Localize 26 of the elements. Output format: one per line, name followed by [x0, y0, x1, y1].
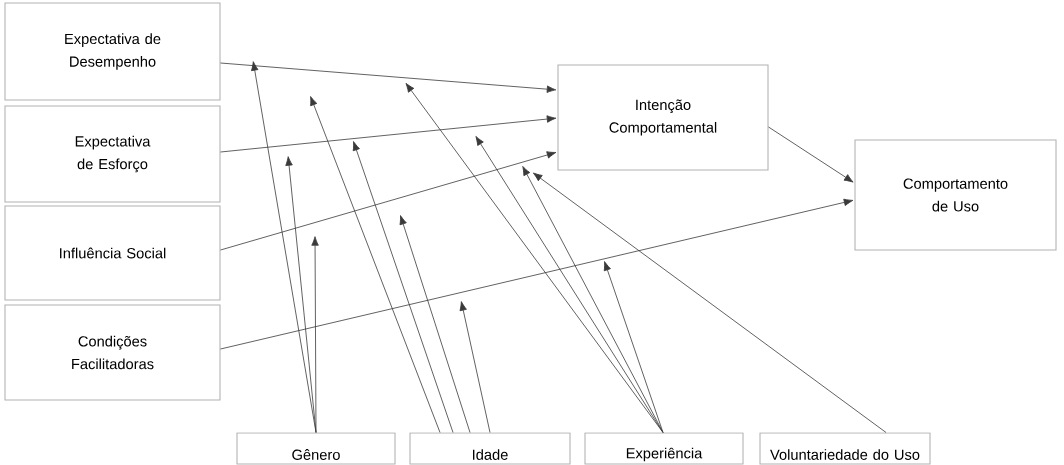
arrow: [405, 82, 664, 433]
concept-box: Condições Facilitadoras: [4, 304, 221, 401]
concept-box: Experiência: [584, 432, 744, 465]
arrow: [459, 301, 491, 433]
concept-box: Gênero: [236, 432, 396, 465]
arrow: [220, 198, 854, 350]
arrow: [311, 236, 319, 433]
arrow: [285, 156, 317, 433]
arrow: [399, 215, 471, 433]
concept-box: Expectativa de Esforço: [4, 105, 221, 203]
concept-box: Voluntariedade do Uso: [759, 432, 931, 465]
arrow: [220, 151, 557, 251]
arrow: [522, 166, 664, 433]
concept-box: Influência Social: [4, 205, 221, 301]
arrow: [310, 96, 441, 433]
concept-box: Idade: [409, 432, 571, 465]
arrow: [475, 136, 664, 433]
concept-box: Intenção Comportamental: [557, 64, 769, 171]
concept-box: Expectativa de Desempenho: [4, 2, 221, 101]
arrow: [352, 141, 454, 433]
concept-box: Comportamento de Uso: [854, 139, 1057, 251]
arrow: [220, 62, 557, 93]
arrow: [532, 172, 887, 433]
arrow: [220, 115, 557, 153]
arrow: [603, 261, 664, 433]
arrow: [768, 126, 854, 183]
